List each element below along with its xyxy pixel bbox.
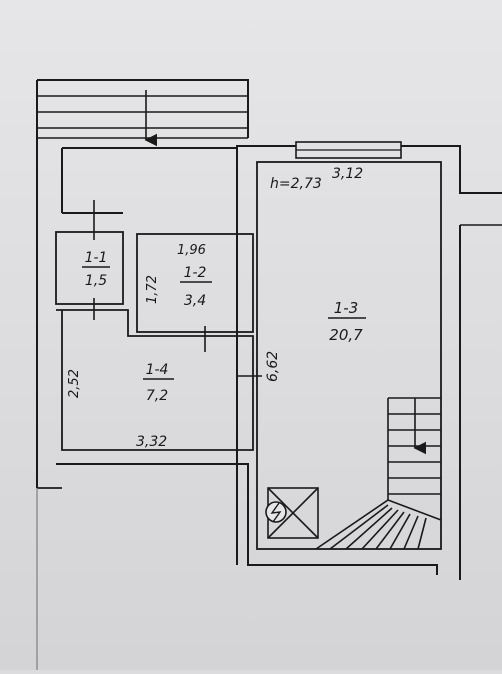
svg-text:1-1: 1-1 [85,250,108,266]
dimension-room-1-2-height: 1,72 [145,275,160,304]
outer-wall-top-left [37,79,249,138]
room-label-1-1: 1-1 1,5 [82,250,110,289]
dimension-top-width: 3,12 [332,166,363,182]
room-label-1-4: 1-4 7,2 [143,362,174,404]
svg-text:3,4: 3,4 [184,293,206,309]
entrance-steps [37,95,248,139]
svg-text:7,2: 7,2 [146,388,168,404]
ceiling-height-label: h=2,73 [270,176,322,192]
svg-text:1-3: 1-3 [334,299,359,317]
room-1-1-outline [55,231,124,305]
electric-panel-icon [265,487,319,539]
room-1-3-outline [256,161,442,550]
room-1-2-outline [136,233,254,333]
bottom-wall [56,463,438,575]
staircase-icon [315,397,442,550]
room-label-1-3: 1-3 20,7 [328,299,366,344]
svg-text:20,7: 20,7 [329,326,363,344]
wall-top-right-seg [401,145,502,194]
dimension-room-1-4-width: 3,32 [136,434,167,450]
room-label-1-2: 1-2 3,4 [180,265,212,309]
dimension-room-1-2-width: 1,96 [177,243,206,258]
dimension-room-1-4-height: 2,52 [67,369,82,398]
dimension-partition-length: 6,62 [265,351,281,382]
svg-text:1,5: 1,5 [85,273,107,289]
room-1-4-outline [56,309,254,451]
svg-text:1-4: 1-4 [146,362,169,378]
svg-text:1-2: 1-2 [184,265,207,281]
